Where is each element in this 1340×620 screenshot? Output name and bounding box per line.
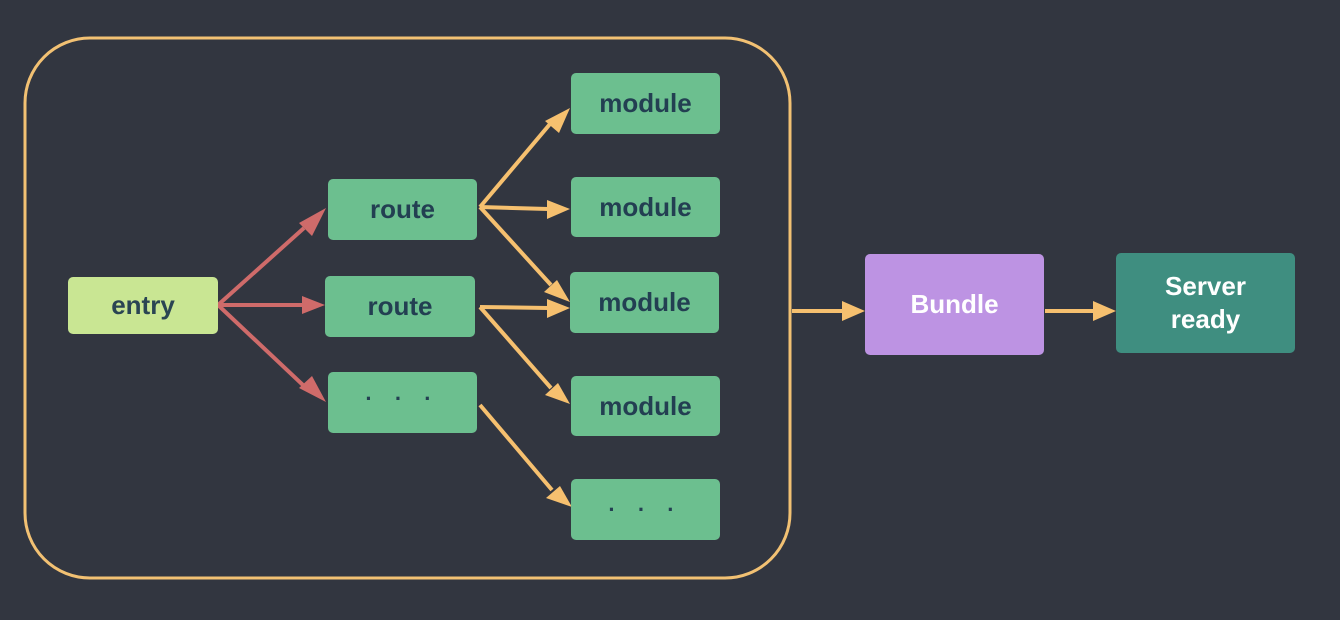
module-node-more: · · · bbox=[571, 479, 720, 540]
arrow-route1-module1 bbox=[478, 122, 552, 209]
route-node-1: route bbox=[328, 179, 477, 240]
arrow-route2-module3 bbox=[479, 305, 549, 310]
route-node-2: route bbox=[325, 276, 475, 337]
server-ready-node: Server ready bbox=[1116, 253, 1295, 353]
module-node-1: module bbox=[571, 73, 720, 134]
entry-arrows bbox=[216, 226, 306, 388]
bundle-label: Bundle bbox=[910, 289, 999, 319]
module-node-2: module bbox=[571, 177, 720, 237]
arrow-entry-route-1 bbox=[216, 226, 306, 307]
route-arrows bbox=[478, 122, 1094, 492]
arrow-entry-route-3 bbox=[216, 303, 306, 388]
route-ellipsis: · · · bbox=[365, 386, 440, 411]
arrow-route1-module2 bbox=[479, 205, 549, 211]
module-node-3: module bbox=[570, 272, 719, 333]
entry-arrow-heads bbox=[299, 208, 326, 402]
module-label: module bbox=[598, 287, 691, 317]
arrow-route1-module3 bbox=[478, 205, 553, 287]
entry-label: entry bbox=[111, 290, 175, 320]
server-label-line2: ready bbox=[1170, 304, 1241, 334]
bundler-scope-container bbox=[23, 36, 792, 580]
entry-node: entry bbox=[68, 277, 218, 334]
module-ellipsis: · · · bbox=[608, 496, 683, 522]
arrow-route2-module4 bbox=[478, 305, 553, 390]
route-label: route bbox=[367, 291, 433, 321]
route-arrow-heads bbox=[544, 108, 1116, 507]
route-label: route bbox=[370, 194, 435, 224]
module-node-4: module bbox=[571, 376, 720, 436]
route-node-more: · · · bbox=[328, 372, 477, 433]
module-label: module bbox=[599, 88, 692, 118]
module-label: module bbox=[599, 390, 692, 421]
module-label: module bbox=[599, 191, 692, 222]
arrow-route3-module5 bbox=[478, 403, 554, 492]
bundle-node: Bundle bbox=[865, 254, 1044, 355]
server-label-line1: Server bbox=[1165, 271, 1246, 301]
